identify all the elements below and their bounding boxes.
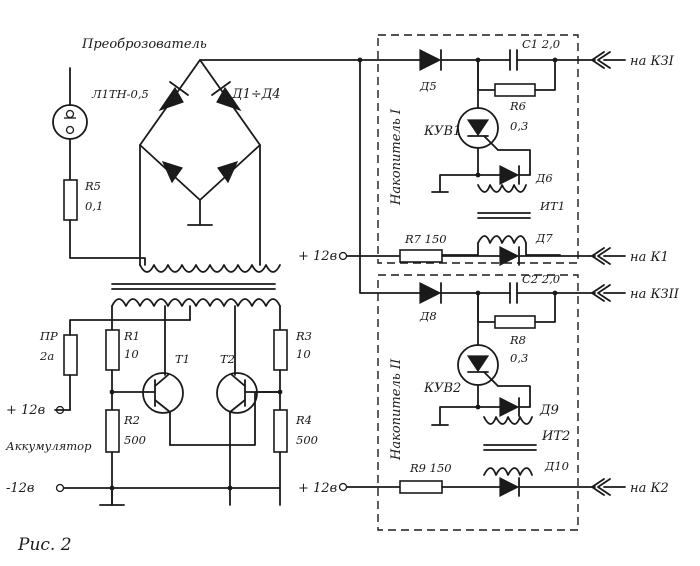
lamp-type-label: Л1ТН-0,5 (91, 87, 149, 101)
resistor-r5: R5 0,1 (63, 179, 146, 266)
storage2-label: Накопитель II (389, 358, 404, 461)
out-k2-label: на К2 (630, 481, 669, 496)
diode-d9: Д9 (477, 397, 559, 418)
r8-value: 0,3 (510, 351, 528, 365)
r5-value: 0,1 (85, 199, 103, 213)
minus12-terminal-left: -12в (6, 481, 281, 506)
out-k3i-label: на КЗI (630, 54, 675, 69)
neon-lamp (52, 67, 88, 181)
r7-label: R7 150 (404, 232, 447, 246)
resistor-r6: R6 0,3 (494, 83, 536, 133)
figure-caption: Рис. 2 (17, 535, 72, 555)
bridge-diode-d2 (211, 81, 242, 112)
resistor-r8: R8 0,3 (494, 315, 536, 365)
r2-name: R2 (123, 413, 140, 427)
r4-value: 500 (296, 433, 318, 447)
diode-d10: Д10 (499, 459, 569, 497)
c2-label: C2 2,0 (522, 272, 560, 286)
t2-label: T2 (220, 352, 235, 366)
resistor-r7: R7 150 (399, 232, 447, 263)
output-connector-k3ii: на КЗII (591, 284, 680, 302)
thyristor-kuv2: КУВ2 (423, 344, 499, 396)
output-connector-k3i: на КЗI (591, 51, 675, 69)
resistor-r2: R2 500 (105, 409, 146, 453)
pr-value: 2а (39, 349, 54, 363)
resistor-r9: R9 150 (399, 461, 452, 494)
storage1-label: Накопитель I (389, 108, 404, 206)
r4-name: R4 (295, 413, 312, 427)
out-k1-label: на К1 (630, 250, 669, 265)
d6-label: Д6 (535, 171, 553, 185)
kuv2-label: КУВ2 (423, 381, 461, 396)
r1-value: 10 (124, 347, 139, 361)
bridge-diode-d3 (161, 161, 183, 184)
storage-unit-2: Накопитель II Д8 C2 2,0 R8 0,3 (298, 59, 596, 531)
r6-name: R6 (509, 99, 526, 113)
battery-label: Аккумулятор (5, 439, 92, 453)
bridge-diodes-label: Д1÷Д4 (231, 87, 281, 102)
capacitor-c2: C2 2,0 (509, 272, 560, 304)
inverter-section: R1 10 R2 500 T1 T (5, 305, 318, 506)
converter-section: Преоброзователь R5 0,1 (52, 37, 361, 307)
d9-label: Д9 (539, 403, 559, 418)
d7-label: Д7 (535, 231, 553, 245)
minus12-left-label: -12в (6, 481, 35, 496)
pr-name: ПР (39, 329, 58, 343)
resistor-r3: R3 10 (273, 329, 312, 371)
pulse-transformer-it2: ИТ2 (483, 416, 570, 476)
resistor-r4: R4 500 (273, 409, 318, 453)
plus12-mid1-label: + 12в (298, 249, 337, 264)
resistor-r1: R1 10 (105, 329, 140, 371)
diode-d5: Д5 (419, 49, 442, 93)
thyristor-kuv1: КУВ1 (423, 107, 499, 151)
fuse-pr: ПР 2а (39, 319, 191, 411)
r6-value: 0,3 (510, 119, 528, 133)
r5-name: R5 (84, 179, 101, 193)
diode-d7: Д7 (499, 231, 553, 266)
output-connector-k1: на К1 (591, 247, 669, 265)
transistor-t2: T2 (216, 352, 258, 506)
pulse-transformer-it1: ИТ1 (439, 184, 565, 256)
diode-d8: Д8 (419, 282, 442, 323)
output-connector-k2: на К2 (591, 478, 669, 496)
diode-bridge: Л1ТН-0,5 Д1÷Д4 (91, 59, 361, 266)
r3-value: 10 (296, 347, 311, 361)
transistor-t1: T1 (142, 352, 190, 446)
r8-name: R8 (509, 333, 526, 347)
storage-unit-1: Накопитель I Д5 C1 2,0 R6 0,3 (298, 34, 596, 266)
r1-name: R1 (123, 329, 140, 343)
r3-name: R3 (295, 329, 312, 343)
it1-label: ИТ1 (539, 199, 565, 213)
transformer-secondary (111, 264, 281, 307)
d8-label: Д8 (419, 309, 437, 323)
d10-label: Д10 (544, 459, 569, 473)
bridge-diode-d4 (217, 161, 239, 184)
plus12-mid2-label: + 12в (298, 481, 337, 496)
c1-label: C1 2,0 (522, 37, 560, 51)
d5-label: Д5 (419, 79, 437, 93)
r9-label: R9 150 (409, 461, 452, 475)
out-k3ii-label: на КЗII (630, 287, 680, 302)
kuv1-label: КУВ1 (423, 124, 461, 139)
t1-label: T1 (175, 352, 190, 366)
diode-d6: Д6 (477, 165, 553, 185)
capacitor-c1: C1 2,0 (509, 37, 560, 71)
bridge-diode-d1 (158, 81, 189, 112)
plus12-left-label: + 12в (6, 403, 45, 418)
r2-value: 500 (124, 433, 146, 447)
plus12-terminal-left: + 12в (6, 403, 71, 418)
it2-label: ИТ2 (541, 429, 570, 444)
converter-label: Преоброзователь (81, 37, 207, 52)
